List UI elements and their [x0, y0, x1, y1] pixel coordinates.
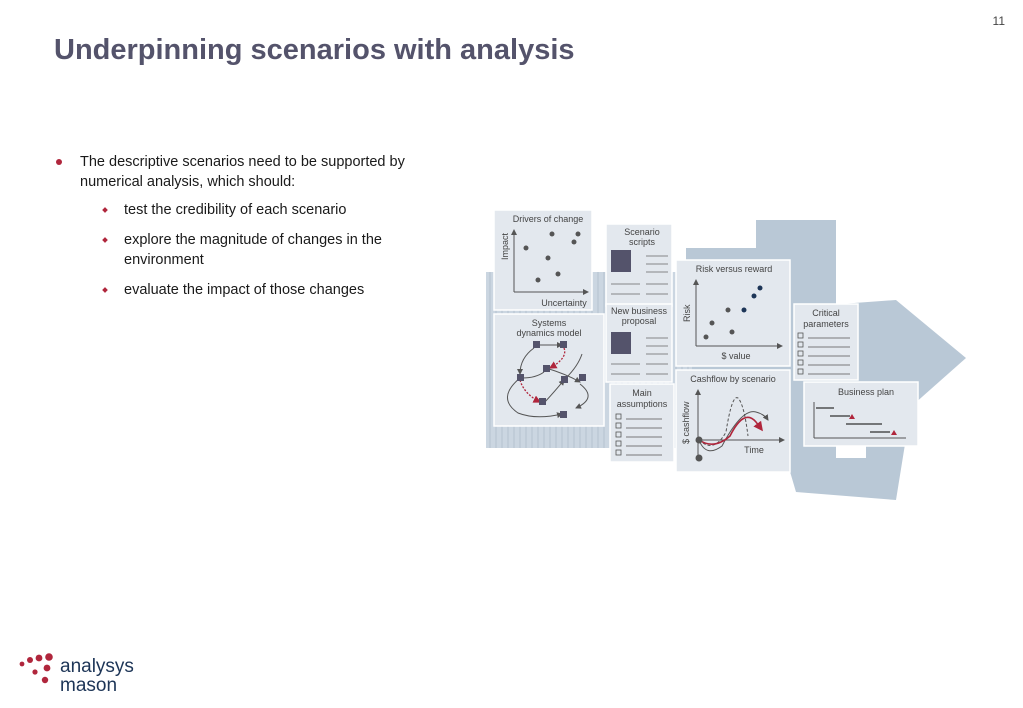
diamond-bullet-icon: [102, 237, 108, 243]
main-assumptions-panel: Main assumptions: [609, 383, 675, 463]
sub-bullet-text: evaluate the impact of those changes: [124, 282, 365, 298]
analysys-mason-logo-icon: analysys mason: [19, 653, 134, 696]
proposal-title-line1: New business: [611, 306, 668, 316]
sub-bullet-item: explore the magnitude of changes in the …: [56, 230, 456, 270]
drivers-x-label: Uncertainty: [541, 298, 587, 308]
parameters-title-line1: Critical: [812, 308, 840, 318]
proposal-title-line2: proposal: [622, 316, 657, 326]
cashflow-y-label: $ cashflow: [681, 401, 691, 444]
sub-bullet-item: evaluate the impact of those changes: [56, 280, 456, 300]
cashflow-panel: Cashflow by scenario $ cashflow Time: [675, 369, 791, 473]
bullet-list: The descriptive scenarios need to be sup…: [56, 152, 456, 310]
scripts-title-line2: scripts: [629, 237, 656, 247]
company-logo: analysys mason: [18, 650, 158, 698]
logo-text-line2: mason: [60, 675, 117, 696]
scenario-analysis-diagram: Drivers of change Impact Uncertainty Sce…: [486, 209, 966, 500]
new-business-proposal-panel: New business proposal: [605, 303, 673, 383]
page-number: 11: [992, 14, 1005, 28]
business-plan-panel: Business plan: [803, 381, 919, 447]
systems-title-line1: Systems: [532, 318, 567, 328]
parameters-title-line2: parameters: [803, 319, 849, 329]
sub-bullet-text: explore the magnitude of changes in the …: [124, 232, 382, 268]
drivers-title: Drivers of change: [513, 214, 584, 224]
risk-x-label: $ value: [721, 351, 750, 361]
systems-title-line2: dynamics model: [516, 328, 581, 338]
business-plan-title: Business plan: [838, 387, 894, 397]
sub-bullet-text: test the credibility of each scenario: [124, 202, 347, 218]
cashflow-x-label: Time: [744, 445, 764, 455]
assumptions-title-line1: Main: [632, 388, 652, 398]
critical-parameters-panel: Critical parameters: [793, 303, 859, 381]
risk-title: Risk versus reward: [696, 264, 773, 274]
risk-y-label: Risk: [682, 304, 692, 322]
scripts-title-line1: Scenario: [624, 227, 660, 237]
sub-bullet-item: test the credibility of each scenario: [56, 200, 456, 220]
cashflow-title: Cashflow by scenario: [690, 374, 776, 384]
scenario-scripts-panel: Scenario scripts: [605, 223, 673, 307]
logo-text-line1: analysys: [60, 656, 134, 677]
bullet-item: The descriptive scenarios need to be sup…: [56, 152, 456, 192]
diamond-bullet-icon: [102, 207, 108, 213]
bullet-text: The descriptive scenarios need to be sup…: [80, 154, 405, 190]
assumptions-title-line2: assumptions: [617, 399, 668, 409]
bullet-dot-icon: [56, 159, 62, 165]
diamond-bullet-icon: [102, 287, 108, 293]
background-arrow-shape: [786, 438, 906, 500]
drivers-y-label: Impact: [500, 232, 510, 260]
risk-versus-reward-panel: Risk versus reward Risk $ value: [675, 259, 791, 367]
drivers-of-change-panel: Drivers of change Impact Uncertainty: [493, 209, 593, 311]
page-title: Underpinning scenarios with analysis: [54, 34, 575, 66]
systems-dynamics-panel: Systems dynamics model: [493, 313, 605, 427]
sub-bullet-list: test the credibility of each scenario ex…: [56, 200, 456, 300]
